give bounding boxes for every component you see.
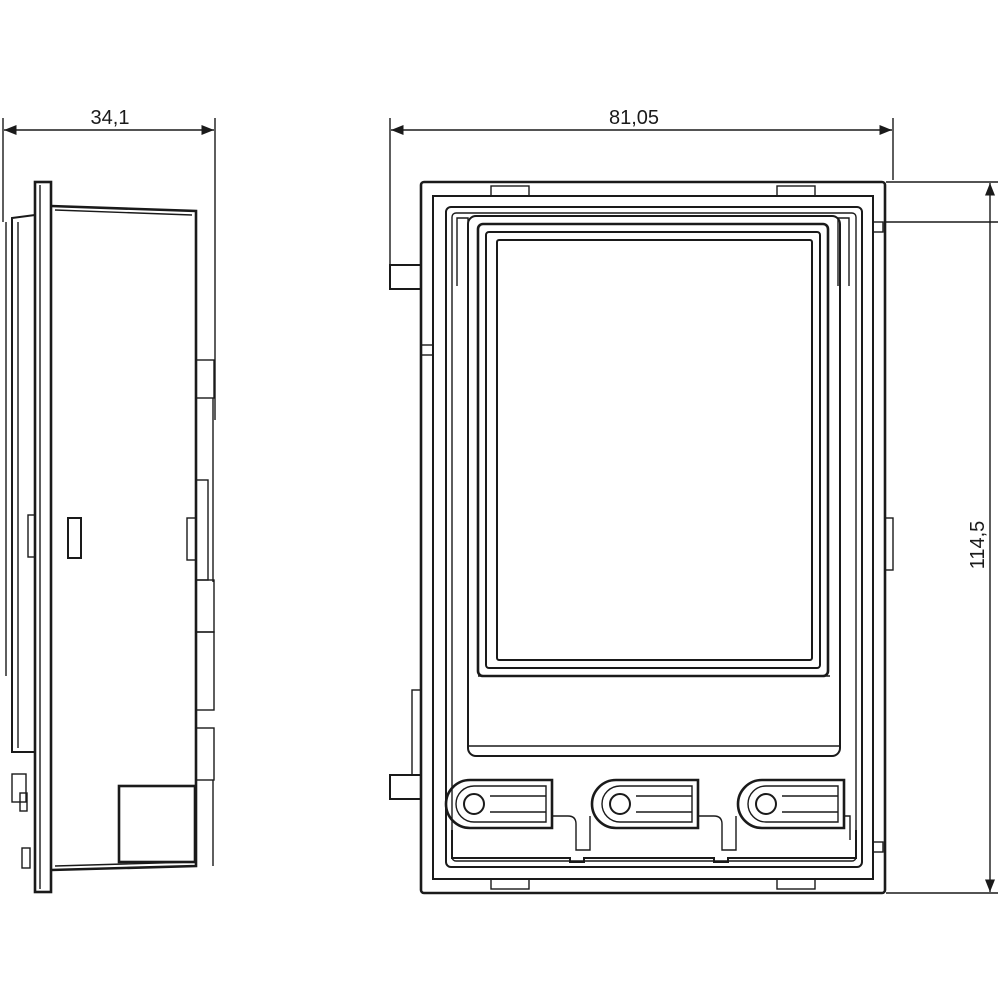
display-screen — [476, 222, 830, 678]
button-3 — [736, 778, 846, 830]
front-view — [389, 180, 894, 895]
dimension-front-width: 81,05 — [389, 107, 894, 265]
button-row — [444, 778, 857, 863]
front-width-label: 81,05 — [609, 107, 659, 129]
button-2 — [590, 778, 700, 830]
dimension-side-width: 34,1 — [2, 107, 216, 420]
height-label: 114,5 — [967, 521, 989, 570]
side-width-label: 34,1 — [91, 107, 130, 129]
button-1 — [444, 778, 554, 830]
dimension-height: 114,5 — [884, 181, 998, 894]
side-view — [5, 180, 215, 894]
